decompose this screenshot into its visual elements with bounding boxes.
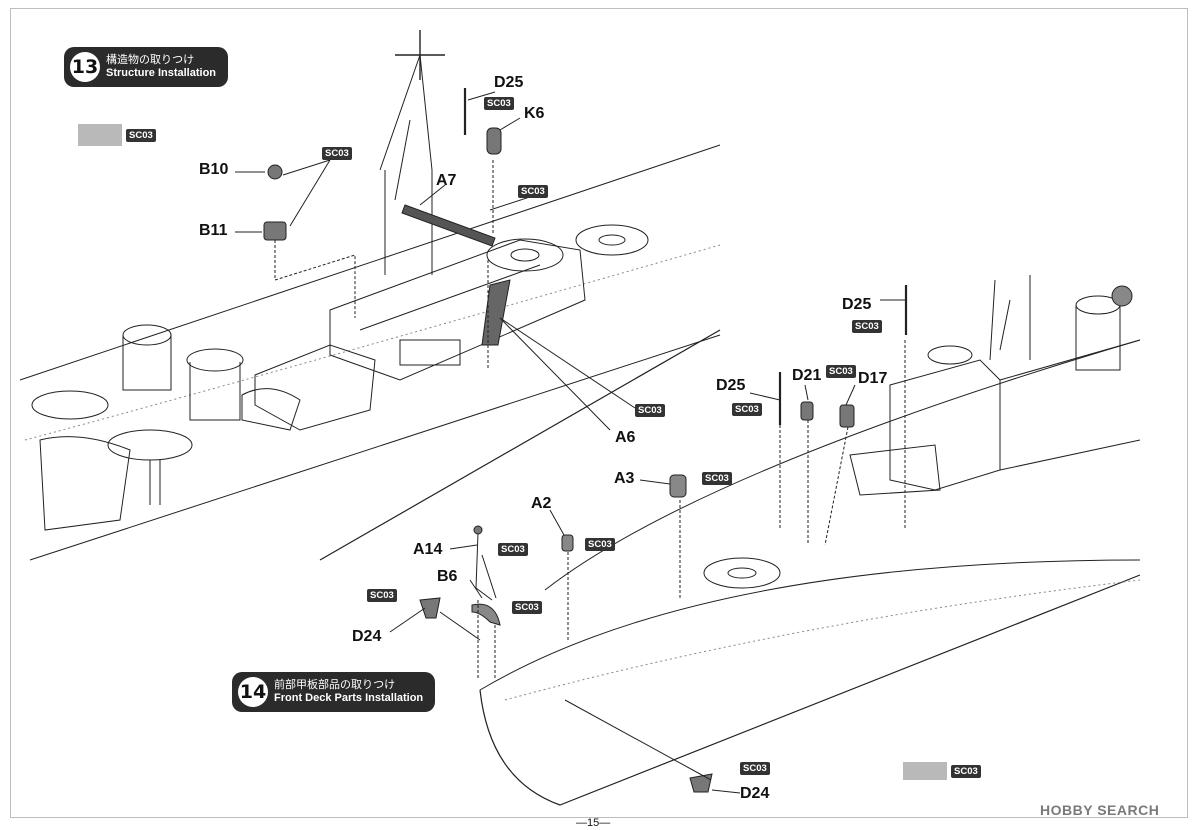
part-label-a14: A14	[413, 541, 443, 558]
watermark: HOBBY SEARCH	[1040, 802, 1160, 818]
part-label-a6: A6	[615, 429, 636, 446]
color-code-badge: SC03	[732, 403, 762, 416]
color-code-badge: SC03	[826, 365, 856, 378]
part-label-b6: B6	[437, 568, 458, 585]
color-code-badge: SC03	[512, 601, 542, 614]
color-code-badge: SC03	[852, 320, 882, 333]
color-code-badge: SC03	[635, 404, 665, 417]
step-13-header: 13 構造物の取りつけ Structure Installation	[64, 47, 229, 87]
part-label-k6: K6	[524, 105, 545, 122]
step-title-en: Front Deck Parts Installation	[274, 692, 424, 704]
part-label-a3: A3	[614, 470, 635, 487]
color-swatch	[78, 124, 122, 146]
color-code-badge: SC03	[518, 185, 548, 198]
color-swatch	[903, 762, 947, 780]
part-label-d17: D17	[858, 370, 888, 387]
part-label-d24: D24	[740, 785, 770, 802]
part-label-d25: D25	[494, 74, 524, 91]
step-title-jp: 構造物の取りつけ	[106, 54, 195, 67]
part-label-d25: D25	[716, 377, 746, 394]
part-label-d25: D25	[842, 296, 872, 313]
part-label-d24: D24	[352, 628, 382, 645]
color-code-badge: SC03	[484, 97, 514, 110]
color-code-badge: SC03	[367, 589, 397, 602]
part-label-d21: D21	[792, 367, 822, 384]
page-border	[10, 8, 1188, 818]
part-label-b11: B11	[199, 222, 228, 239]
color-code-badge: SC03	[126, 129, 156, 142]
part-label-b10: B10	[199, 161, 229, 178]
page-number: —15—	[576, 817, 611, 829]
step-title-jp: 前部甲板部品の取りつけ	[274, 679, 396, 692]
color-code-badge: SC03	[951, 765, 981, 778]
color-code-badge: SC03	[740, 762, 770, 775]
bow-section-drawing	[389, 275, 1141, 806]
stern-section-drawing	[19, 30, 721, 561]
color-code-badge: SC03	[322, 147, 352, 160]
part-label-a7: A7	[436, 172, 457, 189]
part-label-a2: A2	[531, 495, 552, 512]
color-code-badge: SC03	[585, 538, 615, 551]
step-number: 13	[70, 52, 100, 82]
step-14-header: 14 前部甲板部品の取りつけ Front Deck Parts Installa…	[232, 672, 436, 712]
step-title-en: Structure Installation	[106, 67, 217, 79]
color-code-badge: SC03	[702, 472, 732, 485]
color-code-badge: SC03	[498, 543, 528, 556]
step-number: 14	[238, 677, 268, 707]
